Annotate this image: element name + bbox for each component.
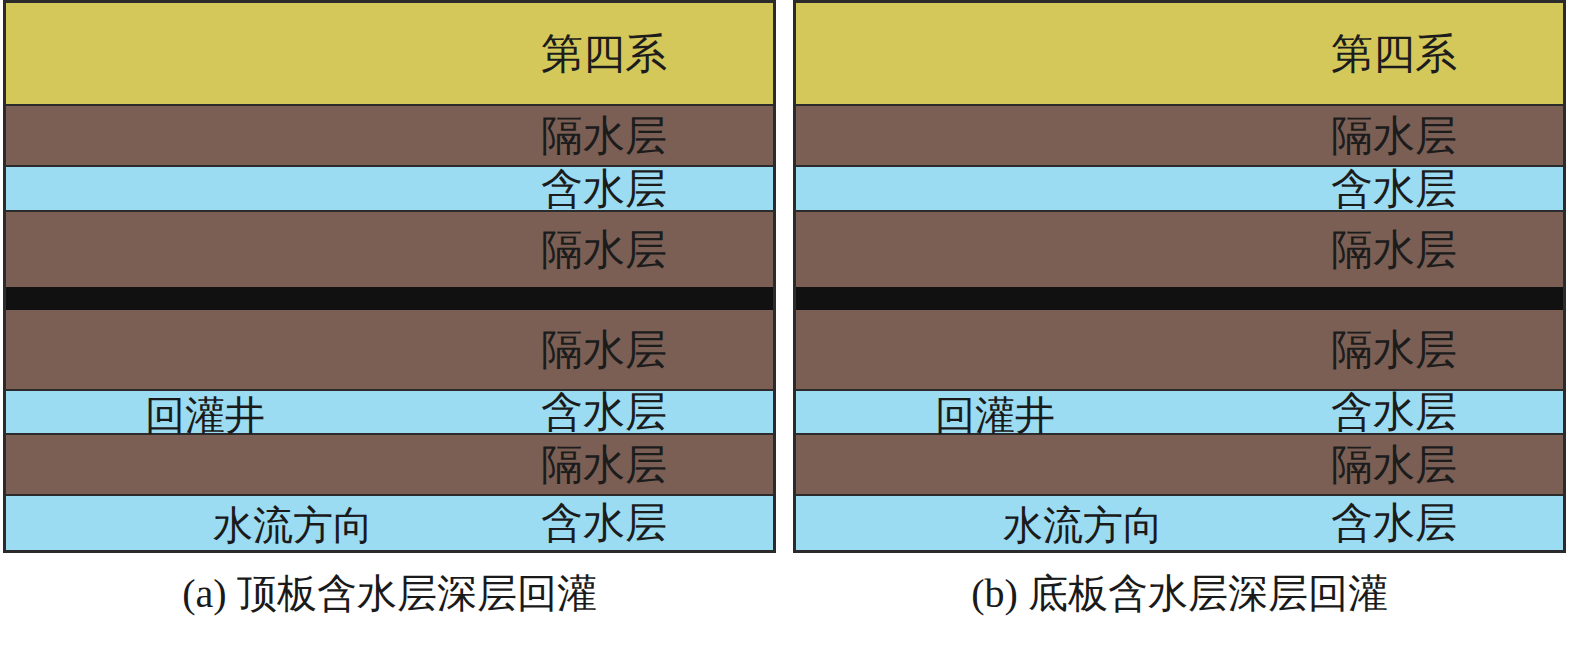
injection-well-label: 回灌井 bbox=[145, 395, 265, 435]
aquiclude-band: 隔水层 bbox=[796, 433, 1563, 494]
aquiclude-band: 隔水层 bbox=[796, 104, 1563, 165]
layer-name: 第四系 bbox=[6, 33, 667, 75]
injection-well-label: 回灌井 bbox=[935, 395, 1055, 435]
aquifer-band: 含水层 bbox=[6, 389, 773, 433]
diagram-panel: (b) 底板含水层深层回灌第四系隔水层含水层隔水层隔水层含水层隔水层含水层 bbox=[793, 0, 1566, 645]
flow-direction-label: 水流方向 bbox=[1003, 505, 1163, 545]
layer-name: 含水层 bbox=[796, 391, 1457, 433]
layer-name: 含水层 bbox=[6, 391, 667, 433]
layer-name: 含水层 bbox=[796, 168, 1457, 210]
aquifer-band: 含水层 bbox=[6, 494, 773, 550]
aquifer-band: 含水层 bbox=[6, 165, 773, 210]
aquifer-band: 含水层 bbox=[796, 494, 1563, 550]
aquifer-band: 含水层 bbox=[796, 389, 1563, 433]
panel-caption: (a) 顶板含水层深层回灌 bbox=[3, 572, 776, 616]
layer-name: 隔水层 bbox=[6, 444, 667, 486]
layer-name: 隔水层 bbox=[6, 329, 667, 371]
aquiclude-band: 隔水层 bbox=[796, 310, 1563, 389]
layer-name: 隔水层 bbox=[796, 229, 1457, 271]
quaternary-band: 第四系 bbox=[6, 3, 773, 104]
quaternary-band: 第四系 bbox=[796, 3, 1563, 104]
layer-name: 隔水层 bbox=[796, 115, 1457, 157]
layer-name: 隔水层 bbox=[796, 444, 1457, 486]
aquiclude-band: 隔水层 bbox=[796, 210, 1563, 287]
aquiclude-band: 隔水层 bbox=[6, 433, 773, 494]
aquiclude-band: 隔水层 bbox=[6, 310, 773, 389]
aquiclude-band: 隔水层 bbox=[6, 104, 773, 165]
layer-name: 含水层 bbox=[6, 168, 667, 210]
layer-name: 隔水层 bbox=[796, 329, 1457, 371]
layer-name: 隔水层 bbox=[6, 115, 667, 157]
aquiclude-band: 隔水层 bbox=[6, 210, 773, 287]
layer-name: 第四系 bbox=[796, 33, 1457, 75]
panel-caption: (b) 底板含水层深层回灌 bbox=[793, 572, 1566, 616]
layer-name: 隔水层 bbox=[6, 229, 667, 271]
aquifer-band: 含水层 bbox=[796, 165, 1563, 210]
flow-direction-label: 水流方向 bbox=[213, 505, 373, 545]
diagram-panel: (a) 顶板含水层深层回灌第四系隔水层含水层隔水层隔水层含水层隔水层含水层 bbox=[3, 0, 776, 645]
